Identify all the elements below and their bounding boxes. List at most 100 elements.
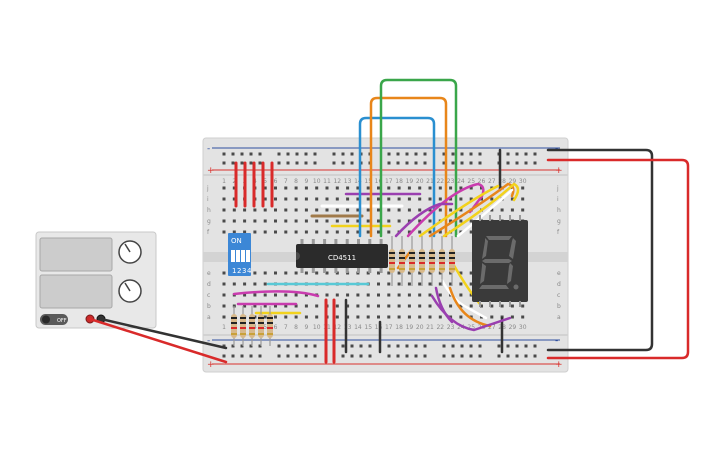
breadboard-hole[interactable] xyxy=(366,293,370,297)
breadboard-hole[interactable] xyxy=(304,271,308,275)
breadboard-hole[interactable] xyxy=(263,271,267,275)
breadboard-hole[interactable] xyxy=(356,304,360,308)
breadboard-hole[interactable] xyxy=(480,197,483,201)
breadboard-hole[interactable] xyxy=(366,315,370,319)
breadboard-hole[interactable] xyxy=(480,186,483,190)
rail-hole[interactable] xyxy=(405,152,409,156)
breadboard-hole[interactable] xyxy=(315,230,319,234)
breadboard-hole[interactable] xyxy=(232,219,236,223)
wire-yellow[interactable] xyxy=(442,182,520,238)
breadboard-hole[interactable] xyxy=(387,208,391,212)
breadboard-hole[interactable] xyxy=(263,315,267,319)
rail-hole[interactable] xyxy=(396,152,400,156)
breadboard-hole[interactable] xyxy=(438,186,442,190)
breadboard-hole[interactable] xyxy=(407,230,411,234)
rail-hole[interactable] xyxy=(506,354,510,358)
resistor[interactable] xyxy=(240,306,246,346)
breadboard-hole[interactable] xyxy=(459,219,463,223)
rail-hole[interactable] xyxy=(469,354,473,358)
breadboard-hole[interactable] xyxy=(274,293,277,297)
rail-hole[interactable] xyxy=(277,344,281,348)
breadboard-hole[interactable] xyxy=(335,315,339,319)
dip-toggle-2[interactable] xyxy=(236,250,240,262)
rail-hole[interactable] xyxy=(414,161,418,165)
rail-hole[interactable] xyxy=(304,354,308,358)
breadboard-hole[interactable] xyxy=(243,219,247,223)
rail-hole[interactable] xyxy=(222,161,226,165)
breadboard-hole[interactable] xyxy=(418,208,422,212)
breadboard-hole[interactable] xyxy=(510,304,514,308)
rail-hole[interactable] xyxy=(396,161,400,165)
breadboard-hole[interactable] xyxy=(294,271,298,275)
breadboard-hole[interactable] xyxy=(469,197,473,201)
breadboard-hole[interactable] xyxy=(294,304,298,308)
rail-hole[interactable] xyxy=(442,344,446,348)
breadboard-hole[interactable] xyxy=(449,304,453,308)
breadboard-hole[interactable] xyxy=(222,282,226,286)
rail-hole[interactable] xyxy=(368,354,372,358)
breadboard-hole[interactable] xyxy=(274,271,277,275)
resistor[interactable] xyxy=(419,236,425,286)
rail-hole[interactable] xyxy=(515,161,519,165)
breadboard-hole[interactable] xyxy=(356,219,360,223)
breadboard-hole[interactable] xyxy=(356,315,360,319)
breadboard-hole[interactable] xyxy=(274,315,277,319)
breadboard-hole[interactable] xyxy=(346,315,350,319)
breadboard-hole[interactable] xyxy=(284,293,288,297)
rail-hole[interactable] xyxy=(533,152,537,156)
breadboard-hole[interactable] xyxy=(274,186,277,190)
breadboard-hole[interactable] xyxy=(521,304,525,308)
breadboard-hole[interactable] xyxy=(438,293,442,297)
breadboard-hole[interactable] xyxy=(407,293,411,297)
rail-hole[interactable] xyxy=(423,161,427,165)
breadboard-hole[interactable] xyxy=(366,197,370,201)
dip-switch[interactable]: ON 1 2 3 4 xyxy=(228,233,252,276)
resistor[interactable] xyxy=(449,236,455,286)
breadboard-hole[interactable] xyxy=(510,197,514,201)
breadboard-hole[interactable] xyxy=(222,230,226,234)
wire-magenta[interactable] xyxy=(406,182,485,238)
breadboard-hole[interactable] xyxy=(315,197,319,201)
rail-hole[interactable] xyxy=(341,344,345,348)
rail-hole[interactable] xyxy=(240,152,244,156)
breadboard-hole[interactable] xyxy=(407,315,411,319)
rail-hole[interactable] xyxy=(396,354,400,358)
wire-yellow[interactable] xyxy=(418,184,500,238)
breadboard-hole[interactable] xyxy=(222,271,226,275)
breadboard-hole[interactable] xyxy=(377,219,380,223)
breadboard-hole[interactable] xyxy=(356,293,360,297)
rail-hole[interactable] xyxy=(387,161,391,165)
breadboard-hole[interactable] xyxy=(397,282,401,286)
rail-hole[interactable] xyxy=(396,344,400,348)
chip-body[interactable] xyxy=(296,244,388,268)
rail-hole[interactable] xyxy=(533,161,537,165)
breadboard-hole[interactable] xyxy=(500,304,504,308)
rail-hole[interactable] xyxy=(332,152,336,156)
dip-toggle-1[interactable] xyxy=(231,250,235,262)
breadboard-hole[interactable] xyxy=(459,282,463,286)
breadboard-hole[interactable] xyxy=(243,230,247,234)
breadboard-hole[interactable] xyxy=(356,186,360,190)
breadboard-hole[interactable] xyxy=(407,186,411,190)
resistor[interactable] xyxy=(409,236,415,286)
rail-hole[interactable] xyxy=(222,354,226,358)
breadboard-hole[interactable] xyxy=(274,208,277,212)
rail-hole[interactable] xyxy=(469,344,473,348)
rail-hole[interactable] xyxy=(478,354,482,358)
dip-toggle-4[interactable] xyxy=(246,250,250,262)
rail-hole[interactable] xyxy=(231,344,235,348)
breadboard-hole[interactable] xyxy=(356,230,360,234)
rail-hole[interactable] xyxy=(524,152,528,156)
resistor[interactable] xyxy=(429,236,435,286)
rail-hole[interactable] xyxy=(258,152,262,156)
breadboard-hole[interactable] xyxy=(387,219,391,223)
rail-hole[interactable] xyxy=(277,152,281,156)
breadboard-hole[interactable] xyxy=(459,208,463,212)
rail-hole[interactable] xyxy=(506,161,510,165)
breadboard-hole[interactable] xyxy=(222,186,226,190)
rail-hole[interactable] xyxy=(249,161,253,165)
breadboard-hole[interactable] xyxy=(459,293,463,297)
rail-hole[interactable] xyxy=(497,344,501,348)
breadboard-hole[interactable] xyxy=(366,208,370,212)
rail-hole[interactable] xyxy=(423,354,427,358)
